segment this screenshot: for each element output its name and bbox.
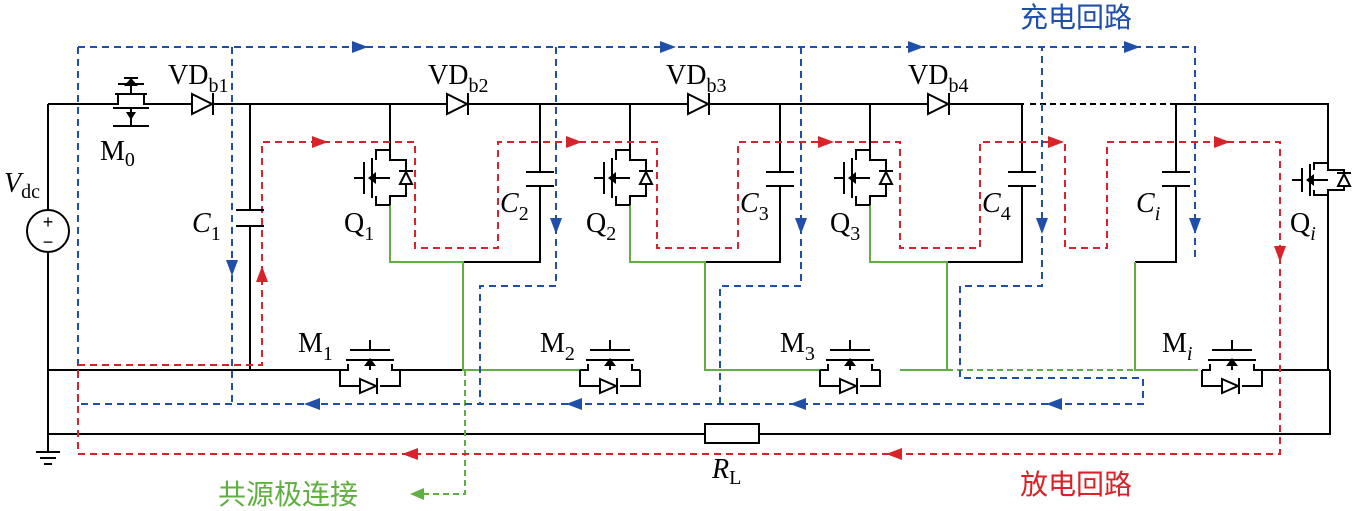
capacitor-c3 — [766, 171, 794, 187]
svg-text:C1: C1 — [192, 208, 221, 245]
capacitor-ci — [1162, 171, 1190, 187]
diode-vdb1 — [191, 92, 215, 116]
mosfet-qi — [1292, 162, 1352, 196]
svg-text:VDb4: VDb4 — [908, 60, 968, 97]
capacitor-c2 — [526, 171, 554, 187]
svg-text:C3: C3 — [740, 188, 769, 225]
dc-source: + − — [26, 209, 70, 253]
svg-text:M1: M1 — [298, 328, 333, 365]
svg-text:Q1: Q1 — [344, 208, 374, 245]
svg-text:−: − — [43, 232, 54, 252]
svg-text:C4: C4 — [982, 188, 1011, 225]
svg-text:Q2: Q2 — [586, 208, 616, 245]
svg-text:M2: M2 — [540, 328, 575, 365]
common-source-label: 共源极连接 — [218, 478, 358, 511]
svg-text:M3: M3 — [780, 328, 815, 365]
charge-loop-label: 充电回路 — [1020, 1, 1132, 34]
svg-text:Vdc: Vdc — [4, 168, 40, 203]
charge-loop-path — [77, 41, 1201, 410]
capacitor-c1 — [236, 209, 264, 227]
mosfet-q2 — [594, 149, 654, 206]
svg-text:VDb3: VDb3 — [666, 60, 726, 97]
mosfet-q1 — [354, 149, 414, 206]
resistor-rl — [704, 423, 760, 444]
switch-m0 — [105, 77, 157, 127]
svg-text:+: + — [43, 212, 54, 232]
svg-text:VDb1: VDb1 — [168, 60, 228, 97]
svg-text:Q3: Q3 — [830, 208, 860, 245]
wiring — [36, 103, 1331, 465]
mosfet-m1 — [339, 340, 401, 395]
component-labels: Vdc M0 VDb1 VDb2 VDb3 VDb4 C1 C2 C3 C4 C… — [4, 60, 1316, 489]
svg-text:RL: RL — [711, 454, 741, 489]
svg-text:M0: M0 — [100, 136, 135, 171]
mosfet-m3 — [819, 340, 881, 395]
diode-vdb2 — [446, 92, 470, 116]
svg-text:VDb2: VDb2 — [428, 60, 488, 97]
svg-text:Ci: Ci — [1136, 188, 1160, 225]
diode-vdb3 — [687, 92, 711, 116]
svg-text:Mi: Mi — [1162, 328, 1192, 365]
svg-text:Qi: Qi — [1290, 208, 1316, 245]
mosfet-m2 — [579, 340, 641, 395]
discharge-loop-path — [77, 136, 1286, 460]
mosfet-q3 — [834, 149, 894, 206]
svg-text:C2: C2 — [500, 188, 529, 225]
diode-vdb4 — [927, 92, 951, 116]
discharge-loop-label: 放电回路 — [1020, 468, 1132, 501]
capacitor-c4 — [1008, 171, 1036, 187]
common-source-connection — [389, 205, 1198, 500]
mosfet-mi — [1201, 340, 1263, 395]
